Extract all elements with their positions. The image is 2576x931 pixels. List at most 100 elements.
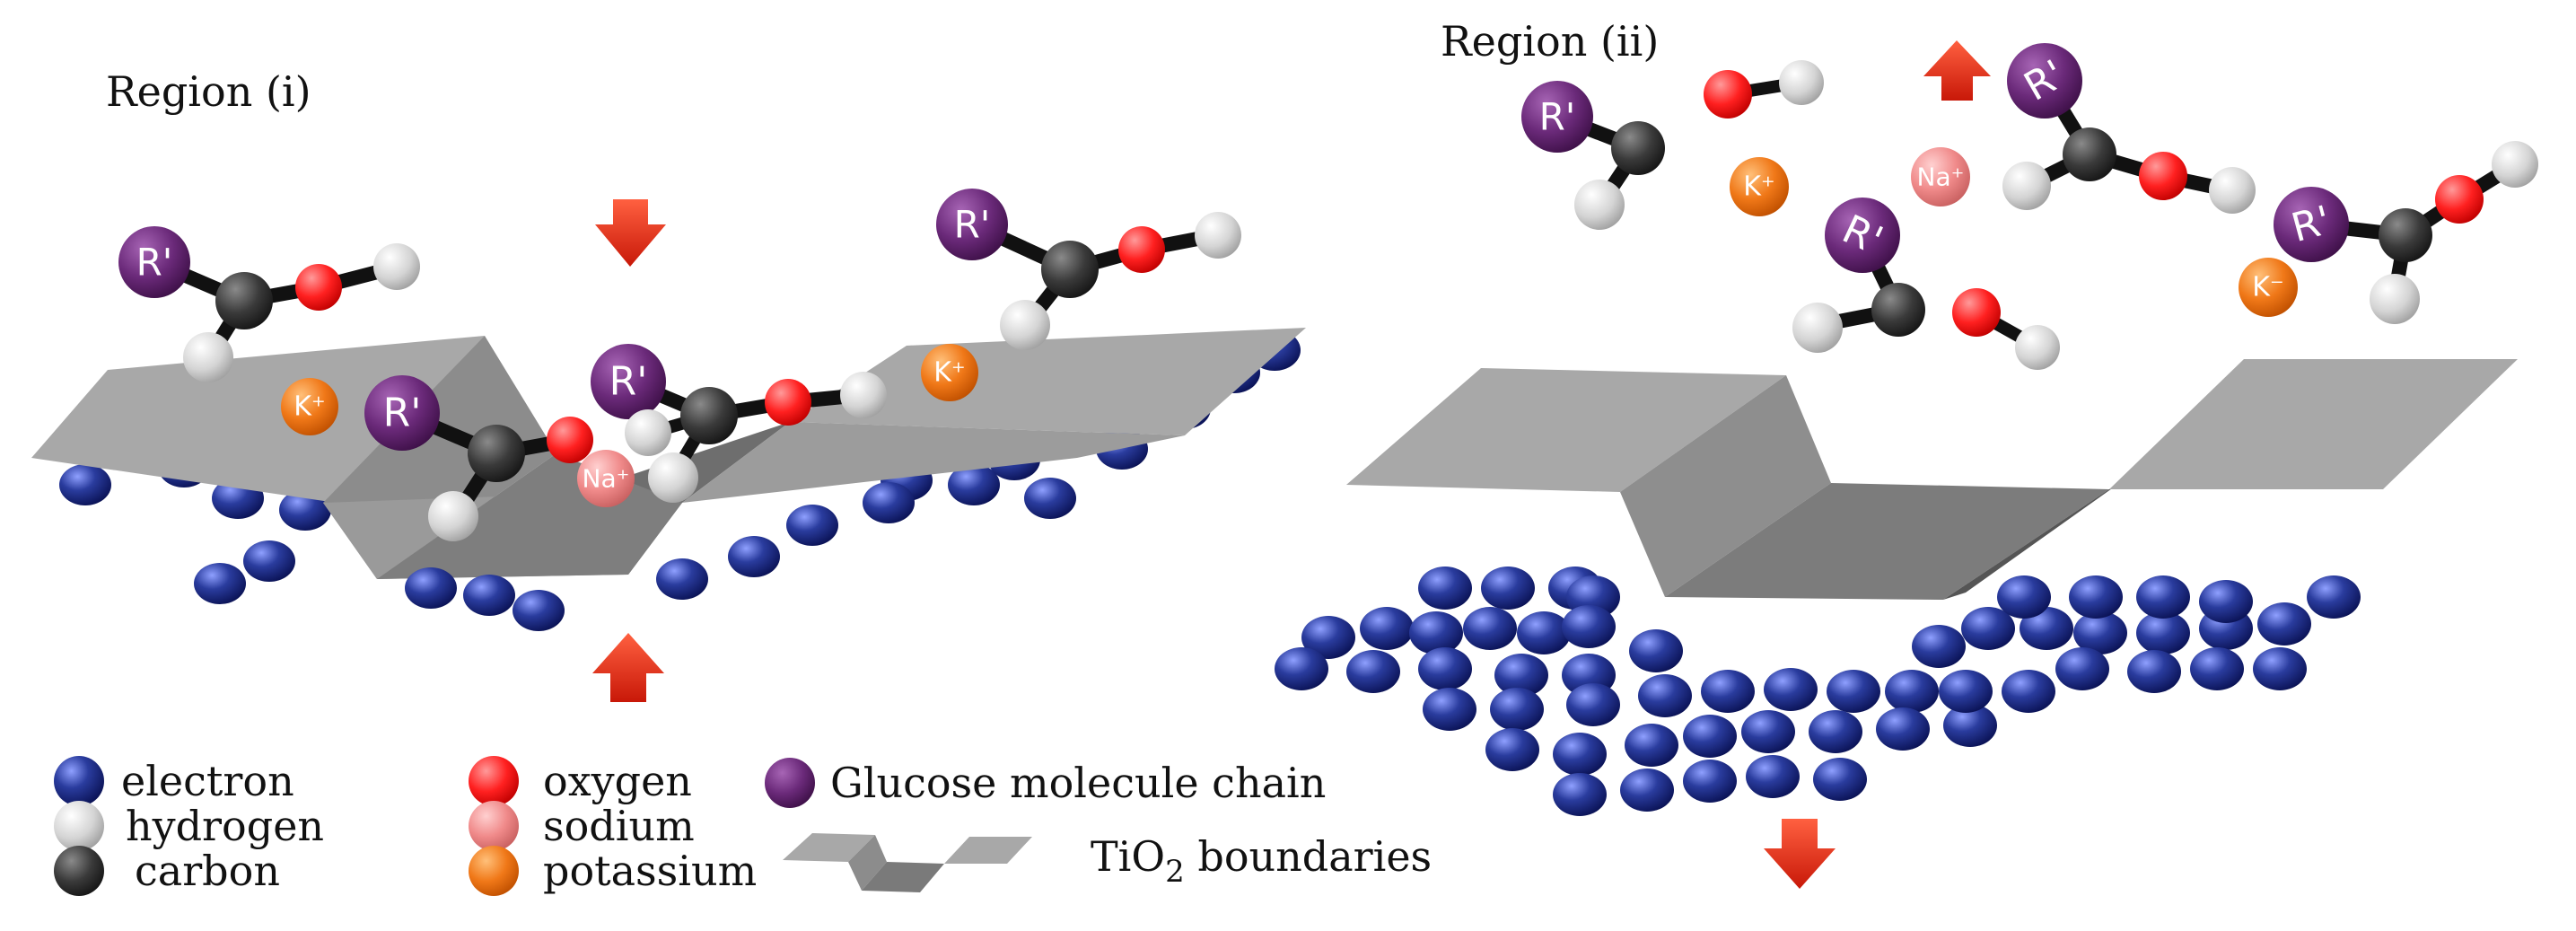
svg-text:Glucose molecule chain: Glucose molecule chain xyxy=(830,759,1326,807)
hydroxyl-center xyxy=(1952,288,2060,370)
electron xyxy=(1809,710,1862,753)
glucose-molecule-left: R' xyxy=(118,226,420,382)
electron xyxy=(405,567,457,609)
svg-text:hydrogen: hydrogen xyxy=(126,802,324,850)
svg-text:Na⁺: Na⁺ xyxy=(583,464,630,494)
electron xyxy=(656,558,708,600)
electron xyxy=(513,590,565,631)
electron xyxy=(2127,650,2181,693)
electron xyxy=(1346,650,1400,693)
potassium-ion-k-minus: K⁻ xyxy=(2239,258,2298,317)
svg-text:electron: electron xyxy=(121,757,294,805)
electron xyxy=(1741,710,1795,753)
electron xyxy=(2253,647,2307,690)
electron-layer-region-i-front xyxy=(405,482,915,631)
hydroxyl-top xyxy=(1704,60,1824,119)
electron xyxy=(2136,611,2190,654)
electron xyxy=(1876,707,1930,751)
electron xyxy=(1683,715,1737,758)
legend-potassium: potassium xyxy=(469,846,757,896)
electron xyxy=(1813,758,1867,801)
electron xyxy=(728,536,780,577)
sodium-ion-region-i: Na⁺ xyxy=(577,450,635,507)
potassium-ion-region-i-right: K⁺ xyxy=(921,344,978,401)
svg-text:R': R' xyxy=(383,391,422,436)
svg-text:TiO2 boundaries: TiO2 boundaries xyxy=(1091,832,1432,890)
tio2-boundary-region-i xyxy=(31,328,1306,579)
svg-text:K⁻: K⁻ xyxy=(2252,272,2284,303)
electron xyxy=(1517,611,1571,654)
electron xyxy=(1494,654,1548,697)
legend-hydrogen: hydrogen xyxy=(54,801,324,851)
svg-text:R': R' xyxy=(1539,95,1576,139)
glucose-molecule-right: R' xyxy=(936,189,1241,350)
electron xyxy=(1553,773,1607,816)
electron xyxy=(863,482,915,523)
tio2-boundary-icon xyxy=(783,833,1032,892)
electron xyxy=(1423,688,1476,731)
region-i-title: Region (i) xyxy=(106,67,311,116)
glucose-molecules-region-i: R' R' R' xyxy=(118,189,1241,541)
svg-text:R': R' xyxy=(136,241,173,285)
electron xyxy=(1683,760,1737,803)
electron xyxy=(1360,607,1414,650)
electron xyxy=(1566,683,1620,726)
potassium-ion-region-ii: K⁺ xyxy=(1730,157,1789,216)
electron xyxy=(1024,478,1076,519)
glucose-molecules-region-ii: R' K⁺ Na⁺ R' xyxy=(1521,40,2538,370)
electron xyxy=(2002,670,2055,713)
electron xyxy=(1912,625,1966,668)
electron xyxy=(1301,616,1355,659)
tio2-boundary-region-ii xyxy=(1346,359,2518,600)
electron xyxy=(1553,733,1607,776)
electron xyxy=(1764,668,1818,711)
glucose-molecule-center-ii: R' xyxy=(1792,198,1925,353)
legend: electron hydrogen carbon oxygen sodium p… xyxy=(54,756,1432,896)
arrow-down-region-ii xyxy=(1764,819,1836,889)
electron xyxy=(1939,670,1993,713)
potassium-ion-region-i-left: K⁺ xyxy=(281,378,338,435)
electron xyxy=(194,563,246,604)
electron xyxy=(1943,704,1997,747)
arrow-up-region-ii xyxy=(1923,40,1991,101)
electron-layer-region-ii xyxy=(1275,567,2361,816)
svg-text:R': R' xyxy=(609,359,648,405)
electron xyxy=(2073,611,2127,654)
sodium-ion-region-ii: Na⁺ xyxy=(1911,147,1970,206)
electron xyxy=(1997,575,2051,619)
electron xyxy=(1418,647,1472,690)
svg-text:carbon: carbon xyxy=(135,847,280,895)
electron xyxy=(1625,724,1678,767)
electron xyxy=(2069,575,2123,619)
electron xyxy=(1562,605,1616,648)
svg-text:potassium: potassium xyxy=(543,847,757,895)
glucose-molecule-right-ii: R' xyxy=(2274,141,2538,324)
svg-text:K⁺: K⁺ xyxy=(294,391,326,423)
electron xyxy=(243,540,295,582)
glucose-molecule-center-right: R' xyxy=(591,344,887,503)
electron xyxy=(2190,647,2244,690)
region-ii-title: Region (ii) xyxy=(1441,17,1659,66)
electron xyxy=(1409,611,1463,654)
electron xyxy=(1746,755,1800,798)
legend-sodium: sodium xyxy=(469,801,695,851)
arrow-up-region-i xyxy=(592,633,664,702)
electron xyxy=(1481,567,1535,610)
legend-tio2: TiO2 boundaries xyxy=(783,832,1432,892)
electron xyxy=(1827,670,1880,713)
electron xyxy=(2020,607,2073,650)
electron xyxy=(1620,769,1674,812)
electron xyxy=(2257,602,2311,646)
electron xyxy=(463,575,515,616)
electron xyxy=(2307,575,2361,619)
svg-text:K⁺: K⁺ xyxy=(1743,171,1775,203)
electron xyxy=(1885,670,1939,713)
electron xyxy=(2136,575,2190,619)
electron xyxy=(948,464,1000,505)
electron xyxy=(1275,647,1328,690)
svg-text:Na⁺: Na⁺ xyxy=(1917,162,1965,192)
electron xyxy=(786,505,838,546)
legend-oxygen: oxygen xyxy=(469,756,692,806)
glucose-fragment-top-left: R' xyxy=(1521,81,1665,230)
electron xyxy=(1638,674,1692,717)
